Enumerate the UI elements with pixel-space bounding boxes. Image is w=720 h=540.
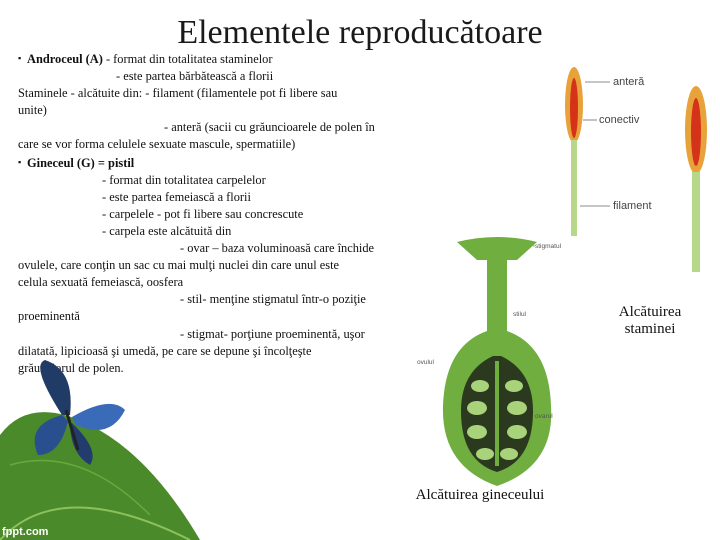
text-line: - carpelele - pot fi libere sau concresc…: [18, 206, 408, 223]
text-line: care se vor forma celulele sexuate mascu…: [18, 136, 408, 153]
caption-stamen-line1: Alcătuirea: [580, 304, 720, 321]
label-conectiv: conectiv: [599, 114, 640, 126]
label-antera: anteră: [613, 76, 645, 88]
label-filament: filament: [613, 200, 652, 212]
bullet-icon: ▪: [18, 50, 27, 67]
gineceu-line: ▪Gineceul (G) = pistil: [18, 154, 408, 172]
label-stigmat: stigmatul: [535, 243, 562, 250]
text-line: - este partea bărbătească a florii: [18, 68, 408, 85]
text-line: - anteră (sacii cu grăuncioarele de pole…: [18, 119, 408, 136]
text-line: - format din totalitatea carpelelor: [18, 172, 408, 189]
label-ovul: ovulul: [417, 359, 435, 366]
caption-pistil: Alcătuirea gineceului: [400, 487, 560, 504]
text-line: - este partea femeiască a florii: [18, 189, 408, 206]
text-line: - ovar – baza voluminoasă care închide: [18, 240, 408, 257]
androceu-def: - format din totalitatea staminelor: [103, 52, 273, 66]
text-line: - stigmat- porţiune proeminentă, uşor: [18, 326, 408, 343]
text-line: proeminentă: [18, 308, 408, 325]
bullet-icon: ▪: [18, 154, 27, 171]
androceu-term: Androceul (A): [27, 52, 103, 66]
caption-stamen-line2: staminei: [580, 321, 720, 338]
pistil-illustration: stigmatul stilul ovulul ovarul: [405, 236, 590, 494]
text-line: - carpela este alcătuită din: [18, 223, 408, 240]
text-line: unite): [18, 102, 408, 119]
caption-stamen: Alcătuirea staminei: [580, 304, 720, 338]
watermark-logo: fppt.com: [2, 526, 48, 538]
stamen-right: [685, 86, 707, 272]
slide-title: Elementele reproducătoare: [0, 14, 720, 52]
slide-body: ▪Androceul (A) - format din totalitatea …: [18, 50, 408, 377]
text-line: ovulele, care conţin un sac cu mai mulţi…: [18, 257, 408, 274]
text-line: celula sexuată femeiască, oosfera: [18, 274, 408, 291]
text-line: Staminele - alcătuite din: - filament (f…: [18, 85, 408, 102]
butterfly-leaf-decoration: [0, 355, 220, 540]
label-stil: stilul: [513, 311, 527, 318]
gineceu-term: Gineceul (G) = pistil: [27, 156, 134, 170]
label-ovar: ovarul: [535, 413, 553, 420]
text-line: - stil- menţine stigmatul într-o poziţie: [18, 291, 408, 308]
androceu-line: ▪Androceul (A) - format din totalitatea …: [18, 50, 408, 68]
